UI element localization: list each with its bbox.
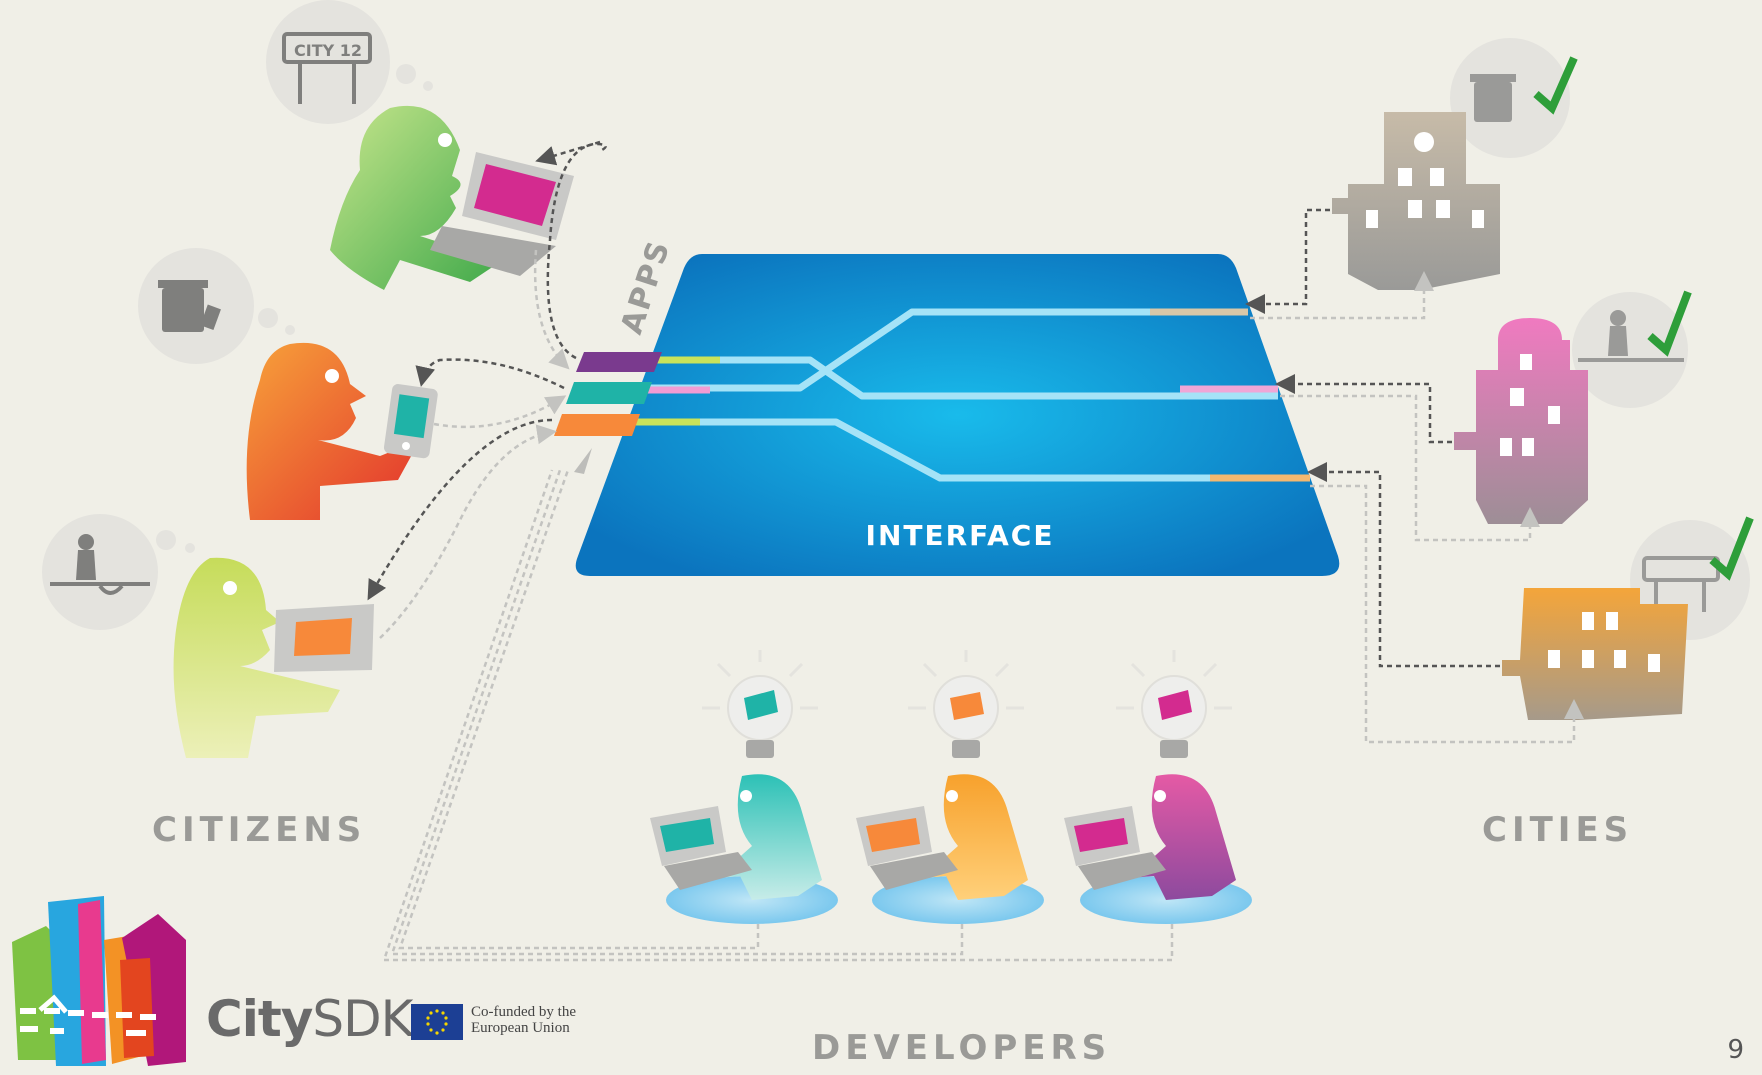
citizen-lime <box>42 514 374 758</box>
check-icon <box>1709 516 1754 581</box>
citysdk-logo <box>12 896 186 1066</box>
phone-icon <box>383 384 438 459</box>
trash-bin-icon <box>158 280 221 332</box>
interface-track-ends <box>1150 308 1310 482</box>
person-head <box>330 105 500 291</box>
building-shape <box>1502 588 1688 720</box>
developer-orange <box>856 650 1044 924</box>
eu-funding-text: Co-funded by the European Union <box>471 1004 576 1036</box>
interface-platform: INTERFACE <box>575 254 1340 576</box>
pothole-icon <box>50 534 150 595</box>
brand-city: City <box>206 990 313 1048</box>
interface-surface <box>575 254 1340 576</box>
city-building-pink <box>1454 290 1692 524</box>
thought-bubble <box>42 514 158 630</box>
person-head <box>173 557 340 758</box>
citizen-arrows <box>367 140 607 639</box>
check-icon <box>1533 56 1578 115</box>
lightbulb-rays <box>1116 650 1232 710</box>
app-slot-orange <box>554 414 640 436</box>
lightbulb-rays <box>702 650 818 710</box>
developers-arrow-head <box>574 448 592 474</box>
developer-pink <box>1064 650 1252 924</box>
app-slot-purple <box>576 352 662 372</box>
city-sign-text: CITY 12 <box>294 41 362 60</box>
developer-teal <box>650 650 838 924</box>
eu-line-1: Co-funded by the <box>471 1004 576 1020</box>
brand-sdk: SDK <box>312 990 413 1048</box>
interface-tracks <box>636 308 1310 482</box>
laptop-icon <box>650 806 752 890</box>
citizens-label: CITIZENS <box>152 810 367 850</box>
laptop-icon <box>1064 806 1166 890</box>
city-building-orange <box>1502 516 1754 720</box>
interface-label: INTERFACE <box>866 519 1055 552</box>
tablet-icon <box>274 604 374 672</box>
laptop-icon <box>856 806 958 890</box>
person-head <box>246 342 420 520</box>
eu-flag-icon <box>411 1004 463 1040</box>
citysdk-wordmark: CitySDK <box>206 990 413 1048</box>
citizen-red <box>138 248 438 520</box>
check-icon <box>1647 290 1692 357</box>
cities-label: CITIES <box>1482 810 1634 850</box>
laptop-icon <box>430 152 574 276</box>
interface-track-starts <box>636 356 720 426</box>
pothole-icon <box>1578 310 1684 362</box>
developer-arrows <box>382 469 1174 962</box>
trash-bin-icon <box>1470 74 1516 122</box>
lightbulb-rays <box>908 650 1024 710</box>
eu-line-2: European Union <box>471 1020 570 1036</box>
city-sign-icon <box>282 32 372 104</box>
building-shape <box>1454 318 1588 524</box>
page-number: 9 <box>1727 1035 1744 1065</box>
city-building-gray <box>1332 38 1578 290</box>
citizen-green: CITY 12 <box>266 0 574 291</box>
city-arrows <box>1245 208 1584 744</box>
app-slot-teal <box>566 382 652 404</box>
thought-bubble <box>1572 292 1688 408</box>
developers-label: DEVELOPERS <box>812 1028 1112 1068</box>
